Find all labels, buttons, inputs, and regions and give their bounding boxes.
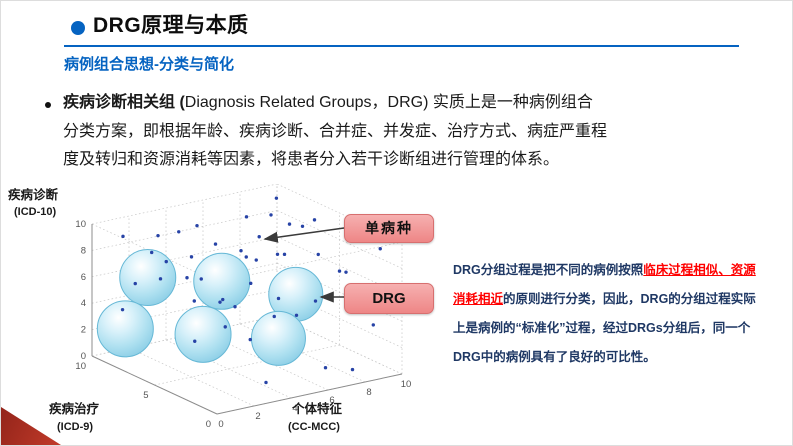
title-divider <box>64 45 739 47</box>
svg-text:0: 0 <box>81 351 86 362</box>
svg-text:10: 10 <box>75 219 86 230</box>
definition-paragraph: 疾病诊断相关组 (Diagnosis Related Groups，DRG) 实… <box>63 89 757 175</box>
case-scatter-points <box>120 196 382 385</box>
list-bullet-icon <box>45 102 51 108</box>
right-axis-label: 个体特征 <box>291 401 343 416</box>
drg-group-spheres <box>96 249 324 366</box>
text-segment-plain: Diagnosis Related Groups，DRG) 实质上是一种病例组合… <box>63 94 608 168</box>
svg-text:10: 10 <box>401 379 412 390</box>
z-axis-label: 疾病诊断 <box>8 187 59 202</box>
description-text: DRG分组过程是把不同的病例按照临床过程相似、资源 消耗相近的原则进行分类，因此… <box>453 256 789 372</box>
page-title: DRG原理与本质 <box>93 14 249 37</box>
svg-text:4: 4 <box>292 403 297 414</box>
svg-text:10: 10 <box>75 361 86 372</box>
callout-drg: DRG <box>344 283 434 314</box>
svg-text:2: 2 <box>81 325 86 336</box>
svg-text:8: 8 <box>81 245 86 256</box>
right-axis-sublabel: (CC-MCC) <box>288 421 340 433</box>
svg-text:5: 5 <box>143 390 148 401</box>
title-bullet-icon <box>71 21 85 35</box>
svg-text:8: 8 <box>366 387 371 398</box>
chart-axes <box>91 224 403 415</box>
left-axis-label: 疾病治疗 <box>49 401 100 416</box>
svg-text:4: 4 <box>81 298 86 309</box>
text-segment-bold: 疾病诊断相关组 ( <box>63 94 185 111</box>
svg-text:2: 2 <box>255 411 260 422</box>
svg-text:6: 6 <box>81 272 86 283</box>
section-subtitle: 病例组合思想-分类与简化 <box>64 56 234 73</box>
z-axis-sublabel: (ICD-10) <box>14 206 57 218</box>
svg-text:0: 0 <box>218 419 223 430</box>
text-segment-navy: DRG分组过程是把不同的病例按照 <box>453 263 644 277</box>
svg-text:6: 6 <box>329 395 334 406</box>
svg-text:0: 0 <box>206 419 211 430</box>
left-axis-sublabel: (ICD-9) <box>57 421 93 433</box>
text-segment-navy: 的原则进行分类，因此，DRG的分组过程实际 上是病例的“标准化”过程，经过DRG… <box>453 292 756 364</box>
text-segment-red: 临床过程相似、资源 消耗相近 <box>453 263 756 306</box>
callout-single-disease: 单病种 <box>344 214 434 243</box>
callout-arrows <box>263 227 345 303</box>
